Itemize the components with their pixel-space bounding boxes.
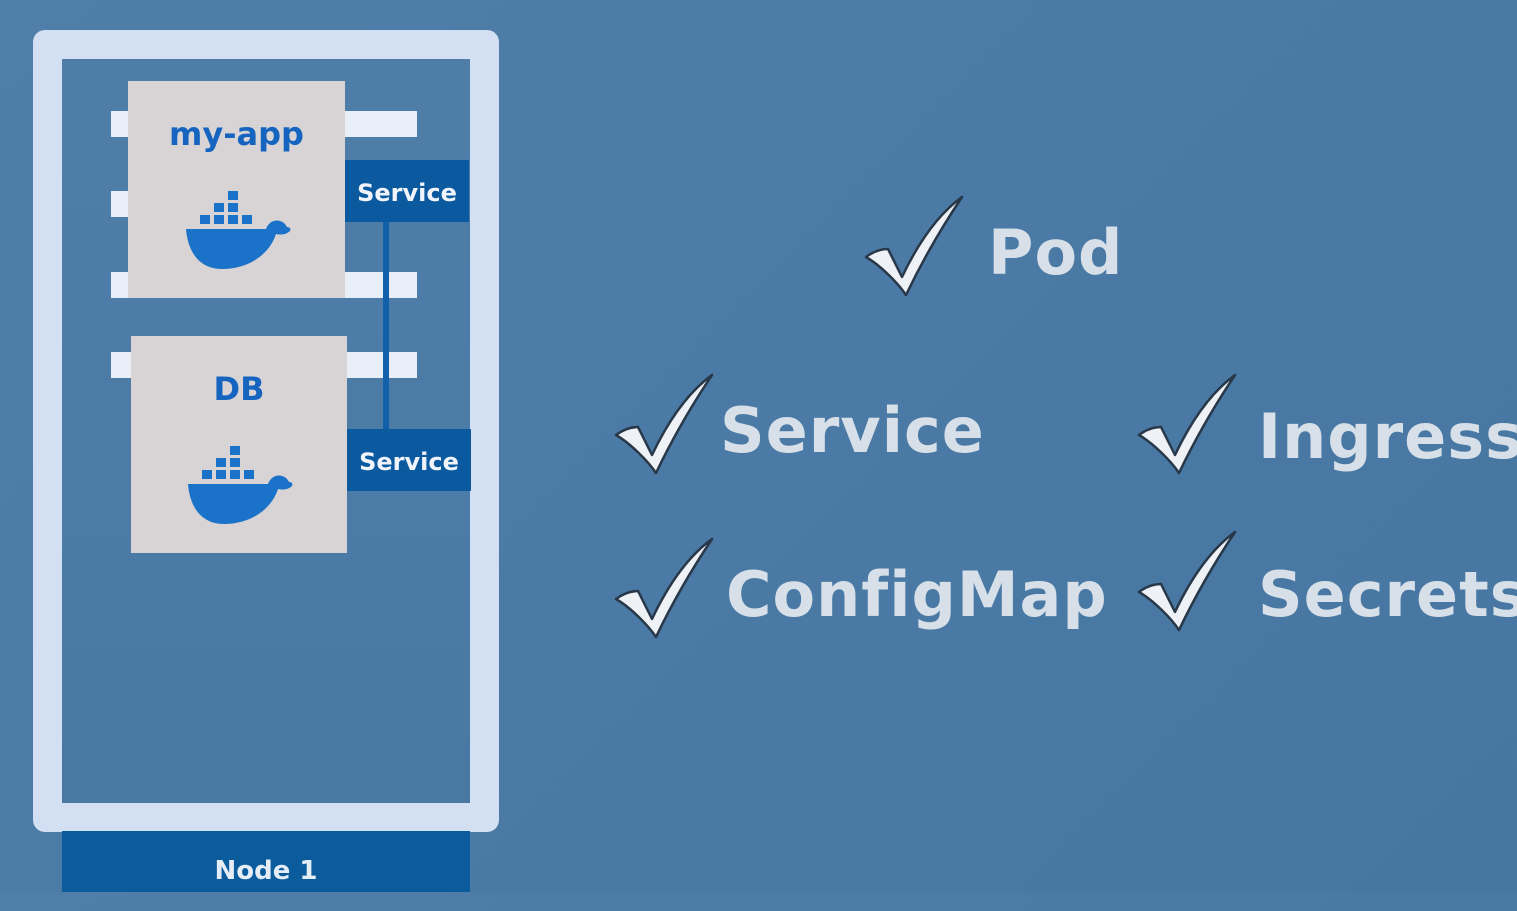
checkmark-icon [612,373,722,483]
checkmark-icon [862,195,972,305]
docker-whale-icon [128,189,345,275]
checklist-label-ingress: Ingress [1258,400,1517,473]
docker-whale-icon [131,444,347,530]
checklist-label-configmap: ConfigMap [726,558,1108,631]
pod-title: DB [213,370,265,408]
checkmark-icon [1135,530,1245,640]
checkmark-icon [612,537,722,647]
service-db: Service [347,429,471,491]
checklist-label-secrets: Secrets [1258,558,1517,631]
pod-title: my-app [169,115,304,153]
pod-my-app: my-app [128,81,345,298]
checklist-label-service: Service [720,394,985,467]
checkmark-icon [1135,373,1245,483]
pod-db: DB [131,336,347,553]
service-my-app: Service [345,160,469,222]
checklist-label-pod: Pod [988,216,1124,289]
service-connector-line [383,220,389,432]
node-label: Node 1 [62,831,470,892]
